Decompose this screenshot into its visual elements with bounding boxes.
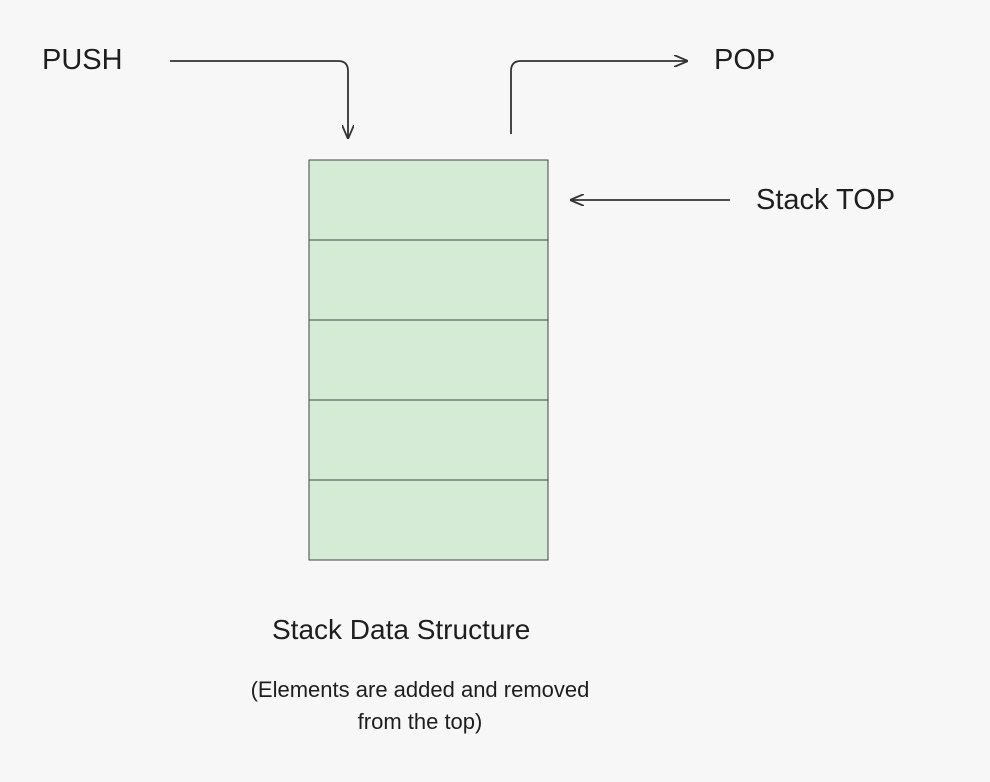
pop-label: POP [714, 44, 776, 76]
stack-slot [308, 239, 549, 321]
diagram-title: Stack Data Structure [272, 614, 531, 645]
stack-slot [308, 479, 549, 561]
stack-slot [308, 399, 549, 481]
caption-line-2: from the top) [357, 709, 483, 734]
stack-slot [308, 159, 549, 241]
stack-slot [308, 319, 549, 401]
stack [308, 159, 549, 561]
caption-line-1: (Elements are added and removed [250, 677, 590, 702]
stack-top-label: Stack TOP [756, 184, 896, 216]
diagram-caption: (Elements are added and removed from the… [190, 674, 650, 738]
pop-arrow [510, 61, 686, 134]
push-label: PUSH [42, 44, 123, 76]
push-arrow [170, 60, 348, 137]
